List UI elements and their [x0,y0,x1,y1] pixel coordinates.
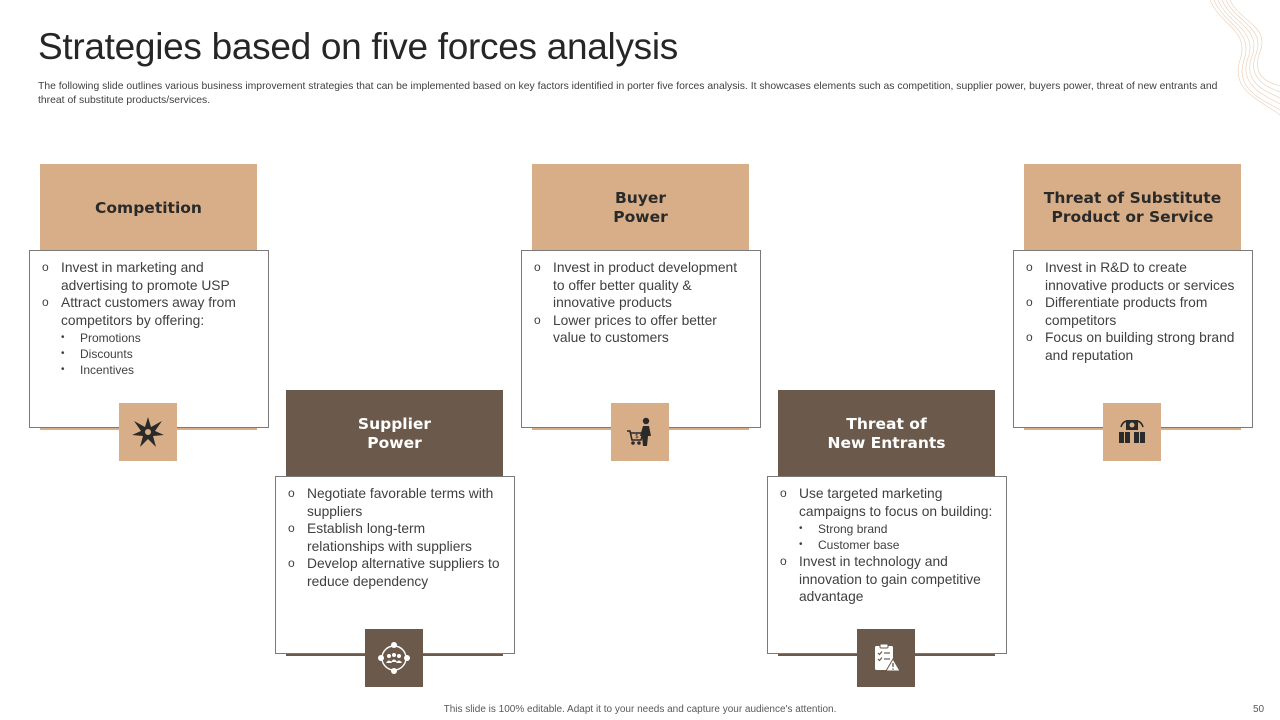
card-heading: Supplier Power [286,390,503,478]
heading-line: Power [367,434,422,452]
page-title: Strategies based on five forces analysis [38,26,678,67]
card-heading: Buyer Power [532,164,749,252]
boxes-exchange-icon [1103,403,1161,461]
sub-list-item: Incentives [61,362,258,378]
shopper-cart-icon: $ [611,403,669,461]
heading-line: Threat of Substitute [1043,189,1222,207]
list-item: Negotiate favorable terms with suppliers [288,485,504,520]
sub-list-item: Discounts [61,346,258,362]
list-item: Invest in product development to offer b… [534,259,750,312]
list-item: Attract customers away from competitors … [42,294,258,378]
card-body: Negotiate favorable terms with suppliers… [275,476,515,654]
list-item: Focus on building strong brand and reput… [1026,329,1242,364]
heading-line: Product or Service [1051,208,1214,226]
card-heading: Threat of New Entrants [778,390,995,478]
list-item: Develop alternative suppliers to reduce … [288,555,504,590]
network-people-icon [365,629,423,687]
card-body: Invest in R&D to create innovative produ… [1013,250,1253,428]
list-item: Use targeted marketing campaigns to focu… [780,485,996,553]
list-item: Differentiate products from competitors [1026,294,1242,329]
card-heading: Competition [40,164,257,252]
list-item: Invest in R&D to create innovative produ… [1026,259,1242,294]
page-subtitle: The following slide outlines various bus… [38,81,1218,106]
list-item: Invest in marketing and advertising to p… [42,259,258,294]
sub-list-item: Customer base [799,537,996,553]
footer-note: This slide is 100% editable. Adapt it to… [443,704,837,715]
page-number: 50 [1253,704,1265,715]
heading-line: New Entrants [827,434,946,452]
starburst-arrows-icon [119,403,177,461]
card-heading: Threat of Substitute Product or Service [1024,164,1241,252]
heading-line: Competition [95,198,202,217]
list-item: Lower prices to offer better value to cu… [534,312,750,347]
decorative-wave-lines [1209,0,1280,116]
card-body: Invest in marketing and advertising to p… [29,250,269,428]
card-body: Use targeted marketing campaigns to focu… [767,476,1007,654]
heading-line: Power [613,208,668,226]
heading-line: Buyer [614,189,667,207]
list-item: Invest in technology and innovation to g… [780,553,996,606]
list-item: Establish long-term relationships with s… [288,520,504,555]
svg-text:$: $ [635,433,639,440]
card-body: Invest in product development to offer b… [521,250,761,428]
sub-list-item: Promotions [61,330,258,346]
heading-line: Supplier [357,415,432,433]
sub-list-item: Strong brand [799,521,996,537]
clipboard-warning-icon [857,629,915,687]
heading-line: Threat of [846,415,927,433]
